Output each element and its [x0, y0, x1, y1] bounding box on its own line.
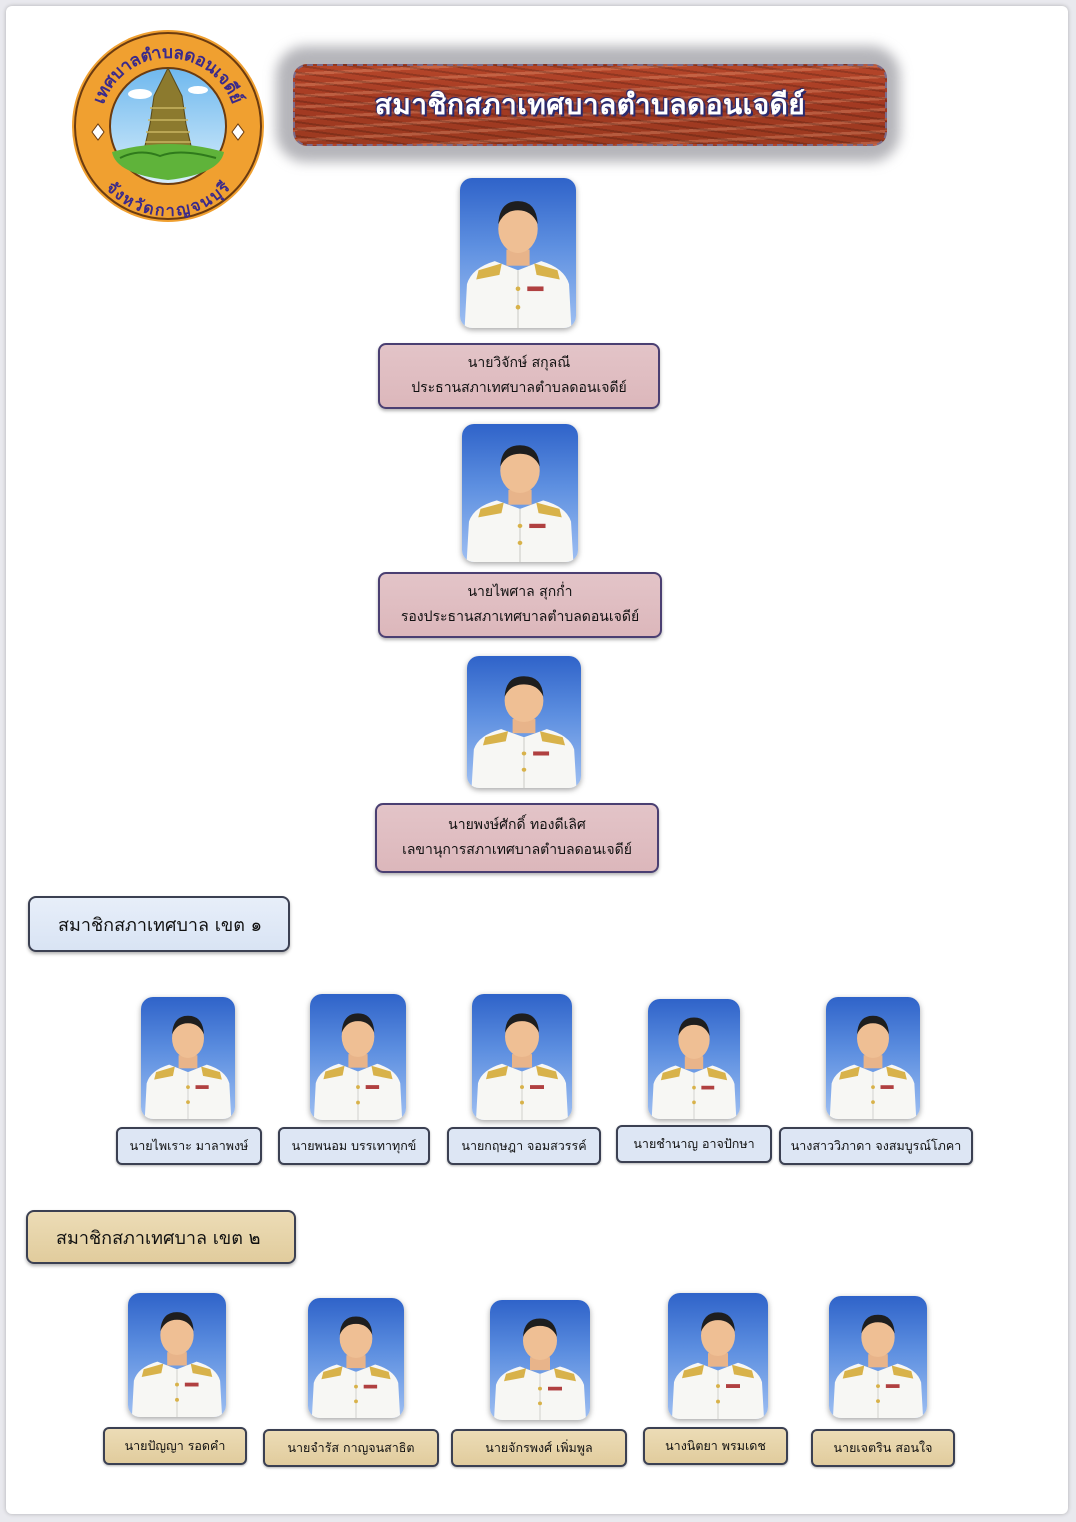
portrait-silhouette	[832, 1314, 924, 1418]
leader-name: นายวิจักษ์ สกุลณี	[467, 355, 571, 371]
leader-name-box: นายไพศาล สุกก่ำ รองประธานสภาเทศบาลตำบลดอ…	[378, 572, 662, 638]
portrait-silhouette	[494, 1318, 586, 1420]
portrait-silhouette	[476, 1013, 568, 1120]
member-name: นายชำนาญ อาจปักษา	[633, 1136, 755, 1151]
member-name: นายกฤษฎา จอมสวรรค์	[461, 1138, 587, 1153]
member-name: นายพนอม บรรเทาทุกข์	[291, 1138, 417, 1153]
leader-name-box: นายวิจักษ์ สกุลณี ประธานสภาเทศบาลตำบลดอน…	[378, 343, 660, 409]
member-name: นายจักรพงศ์ เพิ่มพูล	[485, 1440, 593, 1455]
portrait-silhouette	[464, 201, 572, 328]
member-name: นางสาววิภาดา จงสมบูรณ์โภคา	[790, 1138, 962, 1153]
member-name: นายไพเราะ มาลาพงษ์	[129, 1138, 249, 1153]
portrait-silhouette	[471, 676, 577, 788]
portrait-silhouette	[672, 1312, 764, 1419]
member-name-box: นายจำรัส กาญจนสาธิต	[263, 1429, 439, 1467]
zone-2-heading: สมาชิกสภาเทศบาล เขต ๒	[26, 1210, 296, 1264]
portrait-silhouette	[311, 1316, 401, 1418]
member-name-box: นายเจตริน สอนใจ	[811, 1429, 955, 1467]
member-name: นายเจตริน สอนใจ	[833, 1440, 933, 1455]
portrait-silhouette	[829, 1015, 917, 1119]
portrait-photo	[668, 1293, 768, 1419]
portrait-photo	[128, 1293, 226, 1417]
title-banner: สมาชิกสภาเทศบาลตำบลดอนเจดีย์	[293, 64, 887, 146]
zone-1-heading: สมาชิกสภาเทศบาล เขต ๑	[28, 896, 290, 952]
member-name-box: นายไพเราะ มาลาพงษ์	[116, 1127, 262, 1165]
portrait-photo	[308, 1298, 404, 1418]
member-name-box: นายพนอม บรรเทาทุกข์	[278, 1127, 430, 1165]
portrait-silhouette	[466, 445, 574, 562]
portrait-silhouette	[651, 1017, 737, 1119]
portrait-photo	[141, 997, 235, 1119]
leader-name: นายพงษ์ศักดิ์ ทองดีเลิศ	[448, 817, 586, 833]
leader-name-box: นายพงษ์ศักดิ์ ทองดีเลิศ เลขานุการสภาเทศบ…	[375, 803, 659, 873]
portrait-silhouette	[144, 1015, 232, 1119]
member-name: นางนิตยา พรมเดช	[665, 1438, 766, 1453]
portrait-photo	[462, 424, 578, 562]
portrait-photo	[472, 994, 572, 1120]
portrait-photo	[826, 997, 920, 1119]
member-name-box: นายกฤษฎา จอมสวรรค์	[447, 1127, 601, 1165]
portrait-photo	[467, 656, 581, 788]
portrait-photo	[648, 999, 740, 1119]
member-name-box: นายปัญญา รอดคำ	[103, 1427, 247, 1465]
portrait-photo	[310, 994, 406, 1120]
leader-name: นายไพศาล สุกก่ำ	[467, 584, 573, 600]
municipality-seal: เทศบาลตำบลดอนเจดีย์ จังหวัดกาญจนบุรี	[70, 28, 266, 224]
portrait-photo	[490, 1300, 590, 1420]
portrait-photo	[460, 178, 576, 328]
member-name-box: นางนิตยา พรมเดช	[643, 1427, 788, 1465]
member-name: นายปัญญา รอดคำ	[124, 1438, 226, 1453]
zone-1-heading-text: สมาชิกสภาเทศบาล เขต ๑	[58, 914, 263, 936]
document-page: เทศบาลตำบลดอนเจดีย์ จังหวัดกาญจนบุรี สมา…	[6, 6, 1068, 1514]
page-title: สมาชิกสภาเทศบาลตำบลดอนเจดีย์	[374, 88, 806, 121]
member-name-box: นางสาววิภาดา จงสมบูรณ์โภคา	[779, 1127, 973, 1165]
portrait-photo	[829, 1296, 927, 1418]
leader-role: เลขานุการสภาเทศบาลตำบลดอนเจดีย์	[402, 842, 632, 858]
zone-2-heading-text: สมาชิกสภาเทศบาล เขต ๒	[56, 1227, 261, 1249]
leader-role: ประธานสภาเทศบาลตำบลดอนเจดีย์	[411, 380, 627, 396]
member-name-box: นายจักรพงศ์ เพิ่มพูล	[451, 1429, 627, 1467]
portrait-silhouette	[131, 1312, 223, 1417]
member-name-box: นายชำนาญ อาจปักษา	[616, 1125, 772, 1163]
leader-role: รองประธานสภาเทศบาลตำบลดอนเจดีย์	[400, 609, 640, 625]
portrait-silhouette	[313, 1013, 403, 1120]
member-name: นายจำรัส กาญจนสาธิต	[287, 1440, 415, 1455]
